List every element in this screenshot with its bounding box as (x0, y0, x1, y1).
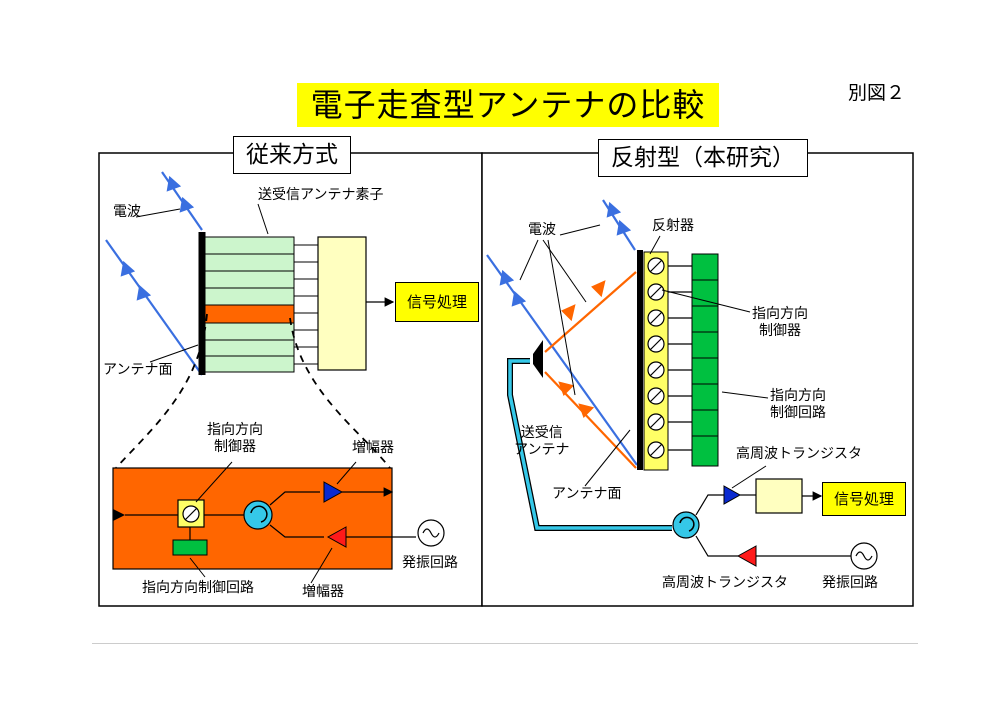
antenna-elements (204, 236, 318, 373)
label-tx-antenna: 送受信 アンテナ (514, 425, 570, 458)
signal-processing-box: 信号処理 (395, 282, 479, 322)
label-antenna-face: アンテナ面 (103, 362, 173, 378)
right-waves (486, 199, 638, 466)
leader-line (135, 208, 181, 218)
circulator-icon (672, 511, 700, 539)
leader-line (257, 203, 269, 235)
leader-line (189, 557, 206, 578)
right-leaders (519, 224, 769, 489)
amplifier-icon (323, 481, 344, 503)
label-hf-transistor-top: 高周波トランジスタ (736, 446, 862, 462)
tag-reflective: 反射型（本研究） (598, 139, 808, 177)
leader-line (310, 547, 333, 584)
processor-block (755, 478, 803, 514)
reflected-waves (544, 271, 637, 469)
label-hf-transistor-bottom: 高周波トランジスタ (662, 575, 788, 591)
label-amp-top: 増幅器 (352, 440, 394, 456)
label-dir-ctrl-circuit: 指向方向制御回路 (142, 580, 254, 596)
wave-arrow-icon (606, 201, 622, 218)
leader-line (336, 461, 357, 485)
wave-arrow-icon (511, 290, 527, 307)
label-oscillator: 発振回路 (822, 575, 878, 591)
label-dir-ctrl-circuit: 指向方向 制御回路 (770, 388, 826, 421)
label-wave: 電波 (113, 204, 141, 220)
label-antenna-face: アンテナ面 (552, 486, 622, 502)
leader-line (195, 461, 233, 503)
wave-arrow-icon (120, 260, 136, 277)
left-waves (105, 171, 203, 376)
reflector-elements (643, 251, 692, 471)
label-amp-bottom: 増幅器 (302, 584, 344, 600)
zoomed-element (112, 467, 416, 570)
circulator-icon (243, 500, 273, 530)
wave-arrow-icon (166, 175, 182, 192)
bottom-rule (92, 643, 918, 644)
wave-arrow-icon (179, 196, 195, 213)
control-circuit-column (691, 253, 719, 467)
amplifier-icon (723, 485, 742, 505)
label-antenna-elements: 送受信アンテナ素子 (258, 187, 384, 203)
label-wave: 電波 (528, 222, 556, 238)
horn-antenna-icon (533, 340, 543, 378)
label-dir-ctrl: 指向方向 制御器 (207, 422, 263, 455)
page-title: 電子走査型アンテナの比較 (297, 83, 719, 127)
figure-number: 別図２ (848, 82, 906, 104)
label-oscillator: 発振回路 (402, 555, 458, 571)
wave-arrow-icon (136, 284, 152, 301)
wave-arrow-icon (499, 269, 515, 286)
wave-arrow-icon (616, 219, 632, 236)
label-reflector: 反射器 (652, 218, 694, 234)
label-dir-ctrl: 指向方向 制御器 (752, 306, 808, 339)
leader-line (149, 344, 199, 363)
signal-processing-box: 信号処理 (822, 482, 906, 516)
processor-block (317, 236, 367, 371)
dir-ctrl-circuit-block (172, 539, 208, 556)
tag-conventional: 従来方式 (233, 136, 351, 174)
